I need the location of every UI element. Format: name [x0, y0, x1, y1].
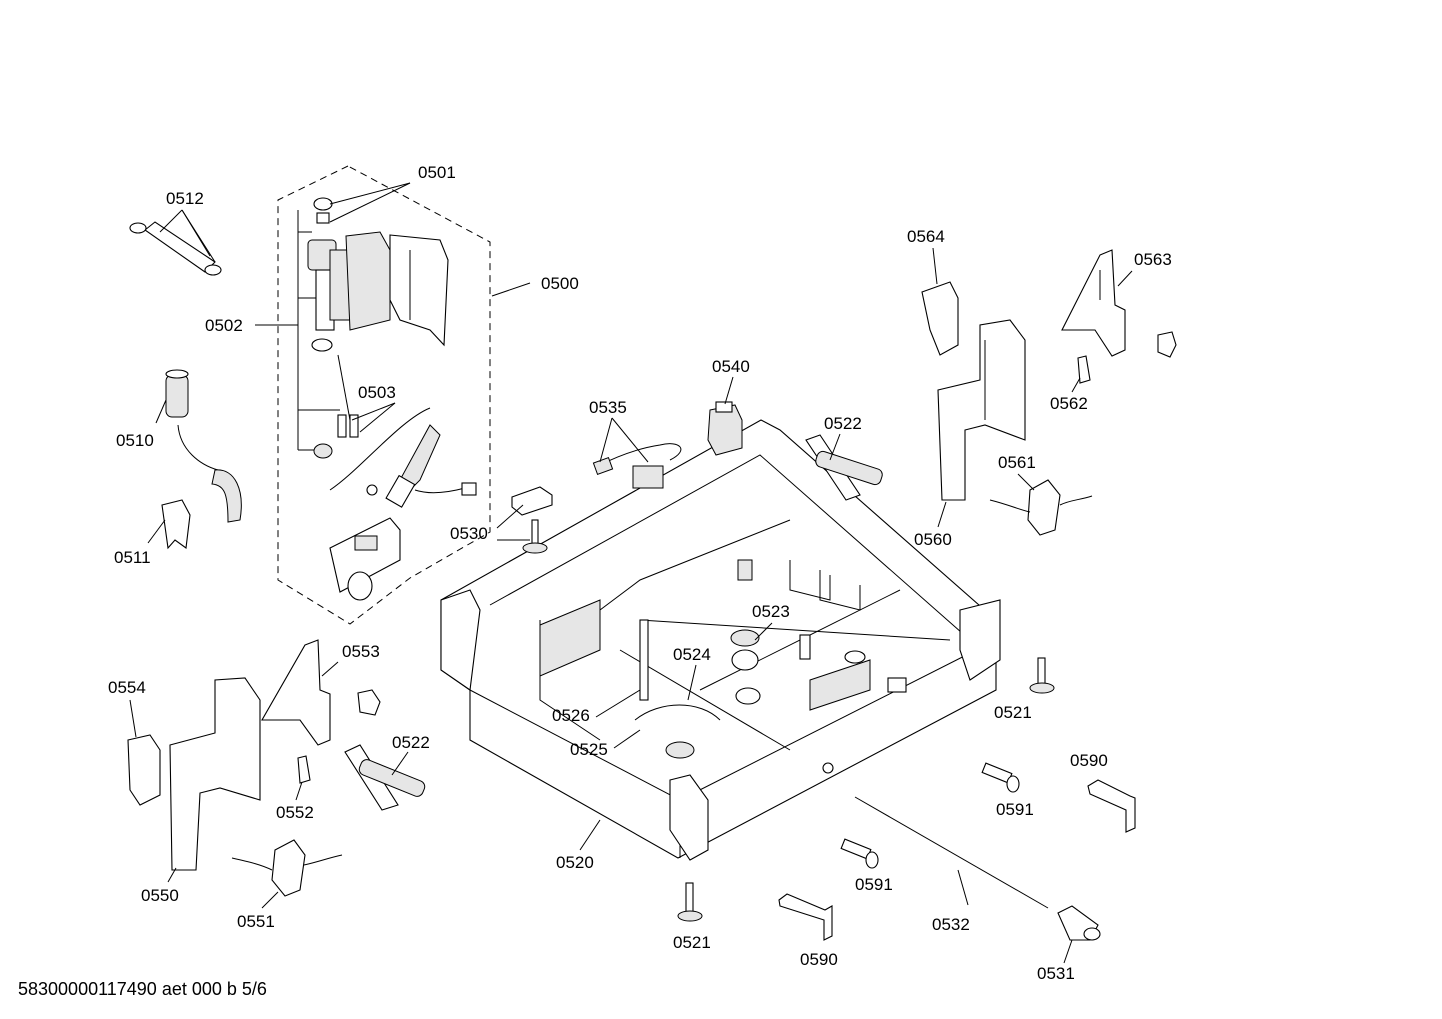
label-0500: 0500 — [541, 274, 579, 293]
label-0563: 0563 — [1134, 250, 1172, 269]
label-0590-right: 0590 — [1070, 751, 1108, 770]
label-0511: 0511 — [114, 548, 151, 567]
bracket-part-0554 — [127, 734, 161, 806]
lock-part-0551 — [231, 839, 343, 897]
label-0591-right: 0591 — [996, 800, 1034, 819]
rail-part-0590-right — [1087, 779, 1136, 833]
label-0553: 0553 — [342, 642, 380, 661]
bracket-part-0560 — [937, 319, 1026, 501]
label-0540: 0540 — [712, 357, 750, 376]
label-0526: 0526 — [552, 706, 590, 725]
hose-part-0512 — [129, 221, 222, 276]
foot-part-0521-right — [1029, 657, 1055, 694]
clip-part-0552 — [297, 755, 311, 784]
bracket-part-lower-group — [329, 517, 401, 601]
lock-part-0561 — [989, 479, 1093, 536]
label-0510: 0510 — [116, 431, 154, 450]
housing-cover-part — [345, 231, 449, 347]
label-0552: 0552 — [276, 803, 314, 822]
hinge-spring-part-0522-upper — [805, 434, 883, 501]
label-0525: 0525 — [570, 740, 608, 759]
label-0564: 0564 — [907, 227, 945, 246]
screw-part-0591-right — [981, 762, 1020, 793]
rail-part-0590-bottom — [778, 893, 833, 941]
label-0512: 0512 — [166, 189, 204, 208]
screw-part-0591-bottom — [840, 838, 879, 869]
label-0501: 0501 — [418, 163, 456, 182]
label-0551: 0551 — [237, 912, 275, 931]
label-0590-bottom: 0590 — [800, 950, 838, 969]
connector-part-0503 — [313, 407, 431, 491]
label-0560: 0560 — [914, 530, 952, 549]
label-0530: 0530 — [450, 524, 488, 543]
label-0520: 0520 — [556, 853, 594, 872]
foot-part-0521-bottom — [677, 882, 703, 922]
rod-part-0532 — [854, 796, 1049, 909]
label-0522-lower: 0522 — [392, 733, 430, 752]
hinge-spring-part-0522-lower — [344, 744, 426, 811]
label-0550: 0550 — [141, 886, 179, 905]
base-tub-part-0520 — [440, 419, 1001, 861]
label-0561: 0561 — [998, 453, 1036, 472]
drain-hose-part — [366, 424, 477, 508]
label-0554: 0554 — [108, 678, 146, 697]
label-0502: 0502 — [205, 316, 243, 335]
label-0524: 0524 — [673, 645, 711, 664]
label-0521-bottom: 0521 — [673, 933, 711, 952]
bracket-part-0563 — [1061, 249, 1177, 358]
bracket-part-0564 — [921, 281, 959, 356]
label-0532: 0532 — [932, 915, 970, 934]
float-part-0540 — [707, 401, 743, 456]
label-0522-upper: 0522 — [824, 414, 862, 433]
label-0562: 0562 — [1050, 394, 1088, 413]
end-cap-part-0531 — [1057, 905, 1101, 941]
hose-part-0510 — [165, 369, 242, 523]
label-0531: 0531 — [1037, 964, 1075, 983]
bracket-part-0550 — [169, 677, 261, 871]
document-id-footer: 58300000117490 aet 000 b 5/6 — [18, 979, 267, 999]
label-0521-right: 0521 — [994, 703, 1032, 722]
label-0591-bottom: 0591 — [855, 875, 893, 894]
label-0535: 0535 — [589, 398, 627, 417]
clip-part-0511 — [161, 499, 191, 550]
switch-part-0530 — [511, 486, 553, 554]
label-0503: 0503 — [358, 383, 396, 402]
clip-part-0562 — [1077, 355, 1091, 384]
label-0523: 0523 — [752, 602, 790, 621]
assembly-group-0500 — [277, 165, 531, 625]
bracket-part-0553 — [261, 639, 381, 746]
